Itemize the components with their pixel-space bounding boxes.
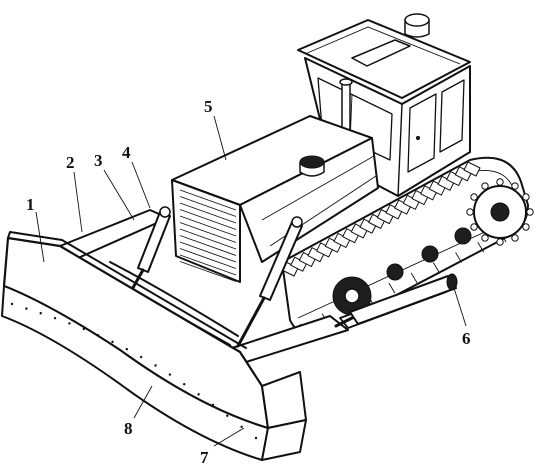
tilt-cylinder bbox=[334, 273, 458, 328]
callout-4: 4 bbox=[122, 143, 131, 162]
crawler-track bbox=[281, 156, 534, 336]
radiator-grille bbox=[179, 189, 237, 282]
cutting-edge-bolts bbox=[10, 302, 258, 440]
dozer-blade bbox=[1, 231, 307, 461]
lift-cylinder-right bbox=[236, 216, 303, 348]
callout-6: 6 bbox=[462, 329, 471, 348]
filler-cap bbox=[299, 155, 325, 177]
callout-7: 7 bbox=[200, 448, 209, 466]
track-rollers bbox=[386, 227, 472, 281]
callout-1: 1 bbox=[26, 195, 35, 214]
drive-sprocket bbox=[466, 178, 534, 246]
exhaust-pipe bbox=[404, 13, 430, 38]
callout-leaders bbox=[35, 115, 467, 447]
callout-labels: 1 2 3 4 5 6 7 8 bbox=[26, 97, 471, 466]
callout-5: 5 bbox=[204, 97, 213, 116]
callout-2: 2 bbox=[66, 153, 75, 172]
engine-hood bbox=[171, 115, 379, 283]
track-shoes bbox=[281, 161, 507, 335]
callout-8: 8 bbox=[124, 419, 133, 438]
callout-3: 3 bbox=[94, 151, 103, 170]
